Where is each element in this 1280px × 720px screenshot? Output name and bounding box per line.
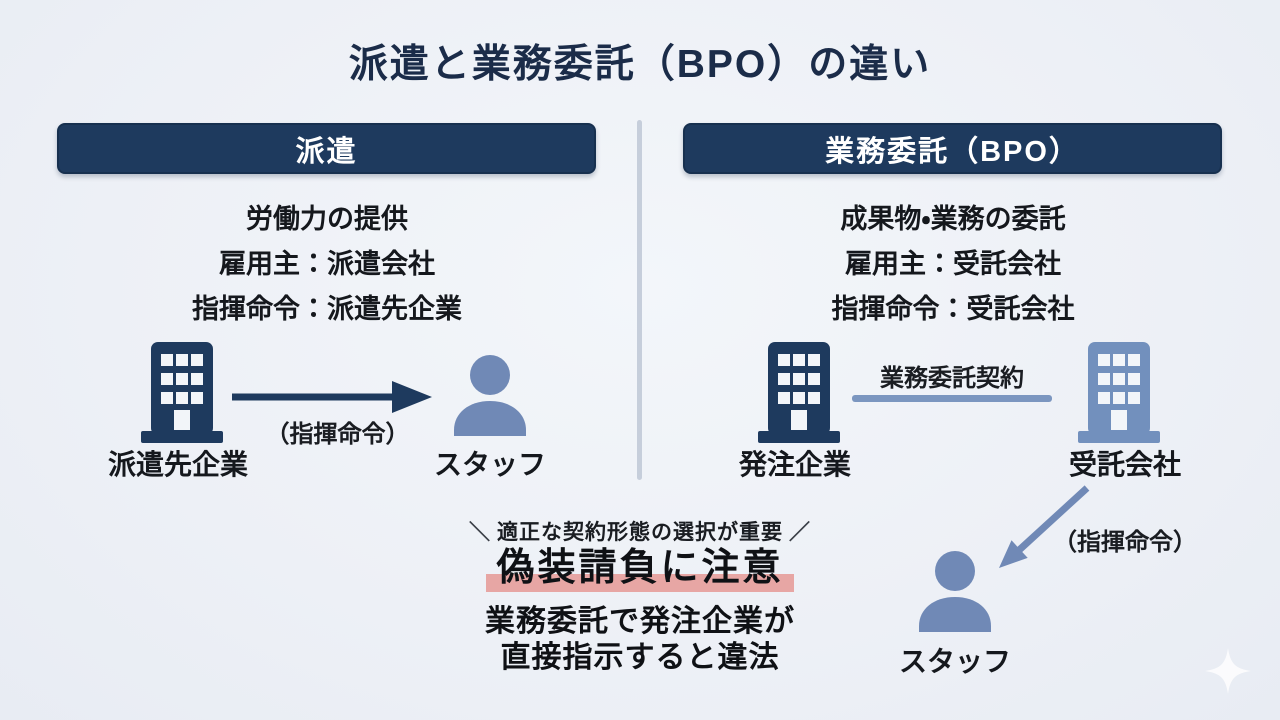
warning-headline: 偽装請負に注意 (390, 545, 890, 592)
vendor-building-icon (1075, 340, 1163, 444)
left-desc-line-2: 雇用主：派遣会社 (219, 249, 435, 279)
building-icon (138, 340, 226, 444)
warning-body-line-1: 業務委託で発注企業が (485, 605, 795, 638)
left-panel-header: 派遣 (57, 123, 596, 174)
callout-slash-left: ＼ (469, 521, 491, 544)
sparkle-icon (1205, 648, 1251, 694)
left-command-arrow-label: （指揮命令） (265, 421, 410, 448)
contract-label: 業務委託契約 (880, 365, 1024, 392)
callout-slash-right: ／ (789, 521, 811, 544)
right-panel-header: 業務委託（BPO） (683, 123, 1222, 174)
right-staff-label: スタッフ (898, 646, 1011, 677)
right-desc-line-1: 成果物・業務の委託 (840, 204, 1066, 234)
contract-line (852, 395, 1052, 402)
command-arrow-icon (230, 377, 435, 417)
page-title: 派遣と業務委託（BPO）の違い (348, 43, 932, 86)
left-panel-description: 労働力の提供 雇用主：派遣会社 指揮命令：派遣先企業 (57, 197, 597, 332)
left-staff-label: スタッフ (433, 449, 546, 480)
warning-body-line-2: 直接指示すると違法 (500, 641, 780, 674)
warning-headline-text: 偽装請負に注意 (486, 547, 794, 592)
right-command-arrow-label: （指揮命令） (1053, 529, 1197, 556)
dispatch-company-label: 派遣先企業 (107, 449, 248, 480)
right-panel-description: 成果物・業務の委託 雇用主：受託会社 指揮命令：受託会社 (683, 197, 1223, 332)
column-divider (637, 120, 642, 480)
left-desc-line-1: 労働力の提供 (246, 204, 408, 234)
callout-text: 適正な契約形態の選択が重要 (497, 521, 783, 544)
client-company-label: 発注企業 (738, 449, 851, 480)
right-desc-line-2: 雇用主：受託会社 (845, 249, 1061, 279)
diagonal-command-arrow-icon (985, 482, 1095, 577)
warning-body: 業務委託で発注企業が 直接指示すると違法 (390, 604, 890, 676)
staff-person-icon (913, 548, 997, 632)
right-desc-line-3: 指揮命令：受託会社 (831, 294, 1075, 324)
client-building-icon (755, 340, 843, 444)
vendor-company-label: 受託会社 (1068, 449, 1181, 480)
staff-person-icon (448, 352, 532, 436)
left-desc-line-3: 指揮命令：派遣先企業 (192, 294, 462, 324)
warning-callout: ＼ 適正な契約形態の選択が重要 ／ (390, 516, 890, 546)
